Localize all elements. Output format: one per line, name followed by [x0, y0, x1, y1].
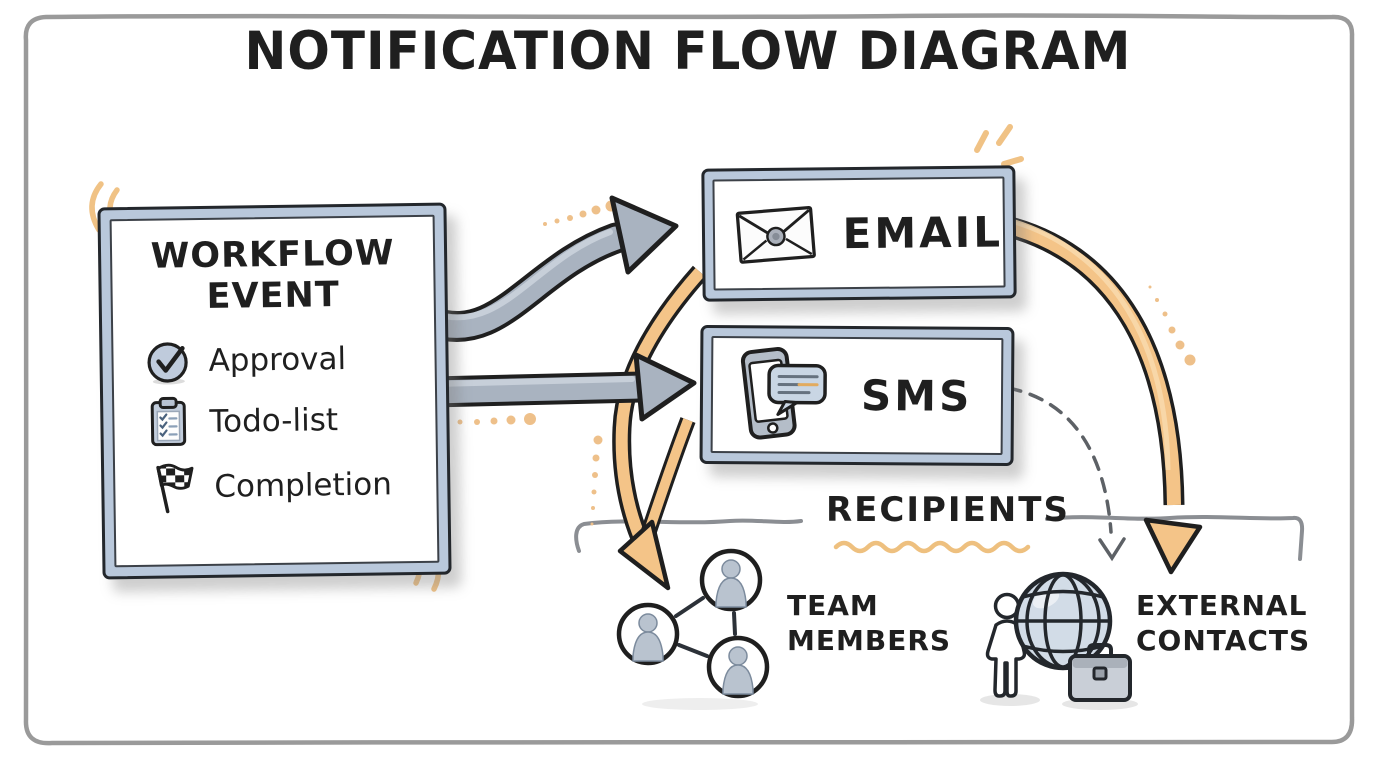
sms-phone-icon: [740, 346, 827, 440]
email-channel-box: EMAIL: [701, 165, 1017, 302]
avatar: [699, 548, 763, 612]
list-item-completion: Completion: [145, 455, 437, 515]
arrowhead-to-team: [617, 519, 671, 591]
recipients-divider-left: [574, 518, 803, 553]
email-label: EMAIL: [842, 207, 1004, 259]
workflow-event-box: WORKFLOW EVENT Approval: [97, 202, 452, 580]
accent-dots-left-of-down-arrow: [590, 435, 603, 526]
sms-label: SMS: [860, 371, 973, 421]
external-globe-icon: [980, 571, 1138, 710]
arrow-email-to-external: [1007, 216, 1203, 575]
list-item-todo: Todo-list: [144, 392, 436, 448]
todo-list-icon: [150, 396, 187, 446]
arrow-sms-to-team: [617, 417, 696, 591]
recipients-section-label: RECIPIENTS: [826, 490, 1070, 530]
recipients-underline: [833, 540, 1031, 554]
team-members-label: TEAM MEMBERS: [787, 589, 952, 657]
accent-sparkle-email: [974, 124, 1024, 167]
workflow-box-title: WORKFLOW EVENT: [150, 233, 395, 318]
external-contacts-label: EXTERNAL CONTACTS: [1136, 589, 1311, 657]
sms-channel-box: SMS: [699, 324, 1015, 467]
list-item-label: Todo-list: [209, 401, 339, 440]
arrowhead-to-external: [1143, 517, 1203, 575]
list-item-label: Completion: [214, 465, 393, 505]
canvas-frame: [23, 13, 1355, 746]
arrow-email-to-team: [612, 265, 708, 542]
accent-dots-above-curve-arrow: [543, 200, 617, 226]
arrow-event-to-email: [416, 195, 679, 342]
page-title: NOTIFICATION FLOW DIAGRAM: [244, 20, 1132, 82]
globe-icon: [1013, 571, 1113, 671]
team-network-icon: [616, 548, 770, 710]
accent-dots-right-of-big-arc: [1148, 285, 1196, 366]
approval-check-icon: [147, 341, 188, 385]
avatar: [616, 602, 680, 666]
list-item-label: Approval: [208, 340, 347, 379]
list-item-approval: Approval: [143, 333, 435, 385]
briefcase-icon: [1068, 643, 1132, 702]
completion-flag-icon: [156, 463, 194, 513]
workflow-event-list: Approval Todo-list: [113, 333, 436, 515]
avatar: [706, 635, 770, 699]
arrow-event-to-sms: [416, 352, 697, 422]
arrow-sms-to-external-dashed: [1006, 386, 1126, 562]
email-envelope-icon: [735, 205, 816, 264]
recipients-divider-right: [1045, 515, 1305, 561]
person-icon: [985, 592, 1027, 698]
